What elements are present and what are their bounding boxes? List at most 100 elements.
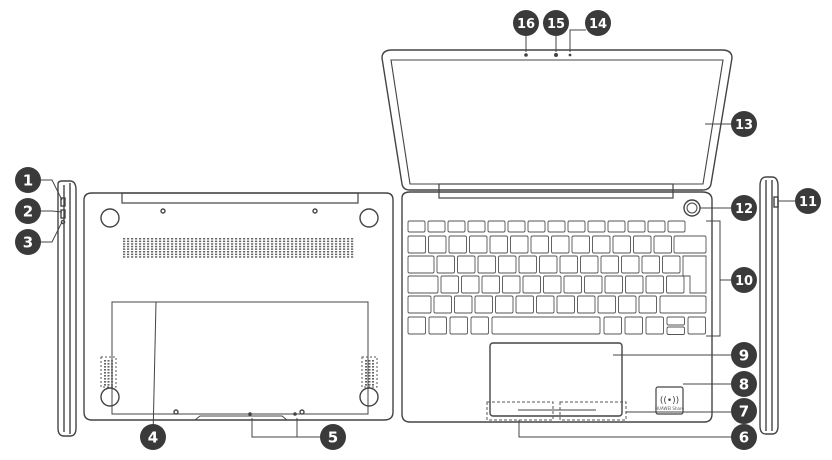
vent-slot bbox=[235, 254, 237, 256]
vent-slot bbox=[159, 243, 161, 245]
keyboard-key bbox=[475, 296, 493, 313]
vent-slot bbox=[147, 241, 149, 243]
vent-slot bbox=[147, 248, 149, 250]
vent-slot bbox=[271, 238, 273, 240]
vent-slot bbox=[267, 238, 269, 240]
vent-slot bbox=[151, 251, 153, 253]
vent-slot bbox=[231, 254, 233, 256]
speaker-hole bbox=[365, 360, 367, 362]
vent-slot bbox=[259, 248, 261, 250]
vent-slot bbox=[187, 238, 189, 240]
keyboard-key bbox=[619, 296, 637, 313]
keyboard-key bbox=[523, 276, 541, 293]
keyboard-key bbox=[537, 296, 555, 313]
vent-grid bbox=[123, 238, 353, 258]
vent-slot bbox=[203, 256, 205, 258]
keyboard-key bbox=[674, 236, 706, 253]
vent-slot bbox=[179, 254, 181, 256]
vent-slot bbox=[315, 238, 317, 240]
vent-slot bbox=[299, 251, 301, 253]
vent-slot bbox=[123, 251, 125, 253]
speaker-hole bbox=[372, 360, 374, 362]
vent-slot bbox=[347, 238, 349, 240]
vent-slot bbox=[199, 238, 201, 240]
keyboard-key bbox=[557, 296, 575, 313]
leader-lines bbox=[40, 30, 795, 437]
vent-slot bbox=[263, 254, 265, 256]
vent-slot bbox=[231, 243, 233, 245]
speaker-hole bbox=[365, 366, 367, 368]
vent-slot bbox=[247, 241, 249, 243]
speaker-hole bbox=[108, 375, 110, 377]
keyboard-key bbox=[455, 296, 473, 313]
vent-slot bbox=[227, 243, 229, 245]
vent-slot bbox=[255, 241, 257, 243]
vent-slot bbox=[179, 243, 181, 245]
vent-slot bbox=[347, 256, 349, 258]
vent-slot bbox=[187, 248, 189, 250]
speaker-hole bbox=[365, 372, 367, 374]
vent-slot bbox=[151, 243, 153, 245]
vent-slot bbox=[235, 251, 237, 253]
speaker-hole bbox=[104, 384, 106, 386]
right-side-view bbox=[760, 177, 778, 434]
vent-slot bbox=[339, 254, 341, 256]
vent-slot bbox=[191, 241, 193, 243]
callout-15: 15 bbox=[543, 10, 569, 36]
vent-slot bbox=[143, 238, 145, 240]
vent-slot bbox=[327, 254, 329, 256]
vent-slot bbox=[171, 256, 173, 258]
vent-slot bbox=[215, 248, 217, 250]
vent-slot bbox=[183, 246, 185, 248]
vent-slot bbox=[155, 241, 157, 243]
vent-slot bbox=[127, 254, 129, 256]
speaker-hole bbox=[104, 381, 106, 383]
vent-slot bbox=[211, 256, 213, 258]
vent-slot bbox=[163, 243, 165, 245]
vent-slot bbox=[143, 241, 145, 243]
vent-slot bbox=[323, 246, 325, 248]
vent-slot bbox=[123, 241, 125, 243]
vent-slot bbox=[287, 248, 289, 250]
vent-slot bbox=[215, 256, 217, 258]
vent-slot bbox=[143, 248, 145, 250]
keyboard-key bbox=[668, 221, 685, 232]
keyboard-key bbox=[578, 296, 596, 313]
keyboard-key bbox=[470, 236, 488, 253]
keyboard-key bbox=[660, 296, 706, 313]
speaker-hole bbox=[372, 372, 374, 374]
speaker-hole bbox=[108, 381, 110, 383]
vent-slot bbox=[339, 238, 341, 240]
vent-slot bbox=[251, 243, 253, 245]
vent-slot bbox=[351, 254, 353, 256]
vent-slot bbox=[215, 246, 217, 248]
speaker-hole bbox=[365, 369, 367, 371]
vent-slot bbox=[123, 243, 125, 245]
vent-slot bbox=[231, 248, 233, 250]
keyboard-key bbox=[646, 317, 664, 334]
vent-slot bbox=[247, 246, 249, 248]
vent-slot bbox=[123, 248, 125, 250]
keyboard-key bbox=[572, 236, 590, 253]
vent-slot bbox=[199, 243, 201, 245]
vent-slot bbox=[235, 243, 237, 245]
vent-slot bbox=[207, 246, 209, 248]
vent-slot bbox=[275, 256, 277, 258]
vent-slot bbox=[187, 254, 189, 256]
vent-slot bbox=[335, 243, 337, 245]
vent-slot bbox=[235, 246, 237, 248]
vent-slot bbox=[291, 256, 293, 258]
vent-slot bbox=[303, 254, 305, 256]
speaker-hole bbox=[111, 378, 113, 380]
vent-slot bbox=[347, 254, 349, 256]
vent-slot bbox=[211, 241, 213, 243]
vent-slot bbox=[175, 241, 177, 243]
vent-slot bbox=[223, 243, 225, 245]
keyboard-key bbox=[601, 256, 619, 273]
vent-slot bbox=[139, 243, 141, 245]
vent-slot bbox=[267, 251, 269, 253]
vent-slot bbox=[327, 256, 329, 258]
callout-label-13: 13 bbox=[735, 118, 753, 133]
vent-slot bbox=[303, 241, 305, 243]
vent-slot bbox=[327, 251, 329, 253]
